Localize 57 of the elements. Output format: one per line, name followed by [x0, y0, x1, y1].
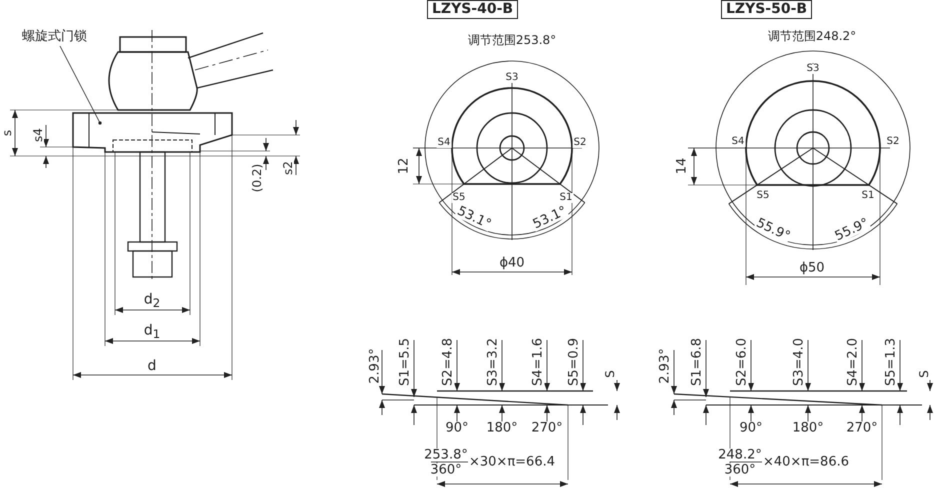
dimension-text: d$_{2}$ [142, 292, 162, 310]
dimension-text: S4=2.0 [846, 336, 860, 388]
dimension-text: S3=3.2 [486, 336, 500, 388]
dimension-text: s2 [282, 160, 294, 176]
dimension-text: ϕ50 [798, 262, 826, 274]
angle-text: 90° [444, 422, 470, 434]
angle-text: 2.93° [368, 347, 382, 385]
position-mark: S1 [860, 191, 876, 201]
angle-text: 53.1° [530, 204, 570, 232]
angle-text: 55.9° [753, 216, 793, 244]
formula-text: 360° [429, 464, 463, 476]
position-mark: S4 [436, 138, 452, 148]
angle-text: 270° [530, 422, 564, 434]
dimension-text: S1=6.8 [690, 336, 704, 388]
position-mark: S1 [558, 193, 574, 203]
formula-text: 253.8° [423, 448, 469, 462]
model-title: LZYS-50-B [721, 0, 812, 20]
model-title: LZYS-40-B [427, 0, 518, 20]
position-mark: S2 [886, 137, 900, 147]
dimension-text: (0.2) [251, 162, 263, 194]
dimension-text: 12 [398, 156, 410, 176]
dimension-text: s4 [32, 127, 44, 143]
angle-text: 180° [791, 422, 825, 434]
formula-text: ×30×π=66.4 [468, 456, 556, 468]
angle-text: 90° [738, 422, 764, 434]
angle-text: 180° [485, 422, 519, 434]
dimension-text: S3=4.0 [792, 336, 806, 388]
dimension-text: S5=1.3 [884, 336, 898, 388]
dimension-text: S2=6.0 [736, 336, 748, 388]
position-mark: S2 [572, 138, 588, 148]
angle-text: 53.1° [454, 204, 494, 232]
dimension-text: d [146, 359, 158, 373]
position-mark: S3 [806, 64, 820, 74]
position-mark: S5 [756, 191, 770, 201]
range-note: 调节范围253.8° [466, 34, 558, 46]
position-mark: S4 [730, 137, 746, 147]
angle-text: 55.9° [832, 216, 872, 244]
dimension-text: S [604, 369, 616, 379]
formula-text: ×40×π=86.6 [762, 456, 850, 468]
dimension-text: S [918, 369, 930, 379]
dimension-text: S1=5.5 [398, 336, 412, 388]
angle-text: 2.93° [658, 347, 672, 385]
dimension-text: 14 [676, 156, 688, 176]
dimension-text: S4=1.6 [532, 336, 544, 388]
leader-line [60, 46, 100, 124]
part-label: 螺旋式门锁 [22, 30, 87, 43]
position-mark: S3 [504, 73, 520, 83]
range-note: 调节范围248.2° [766, 30, 858, 42]
angle-text: 270° [845, 422, 879, 434]
dimension-text: ϕ40 [498, 256, 526, 270]
dimension-text: S2=4.8 [442, 336, 454, 388]
dimension-text: s [1, 128, 13, 138]
formula-text: 360° [723, 464, 757, 476]
formula-text: 248.2° [717, 448, 763, 462]
position-mark: S5 [452, 193, 466, 203]
dimension-text: d$_{1}$ [142, 323, 162, 341]
dimension-text: S5=0.9 [568, 336, 580, 388]
